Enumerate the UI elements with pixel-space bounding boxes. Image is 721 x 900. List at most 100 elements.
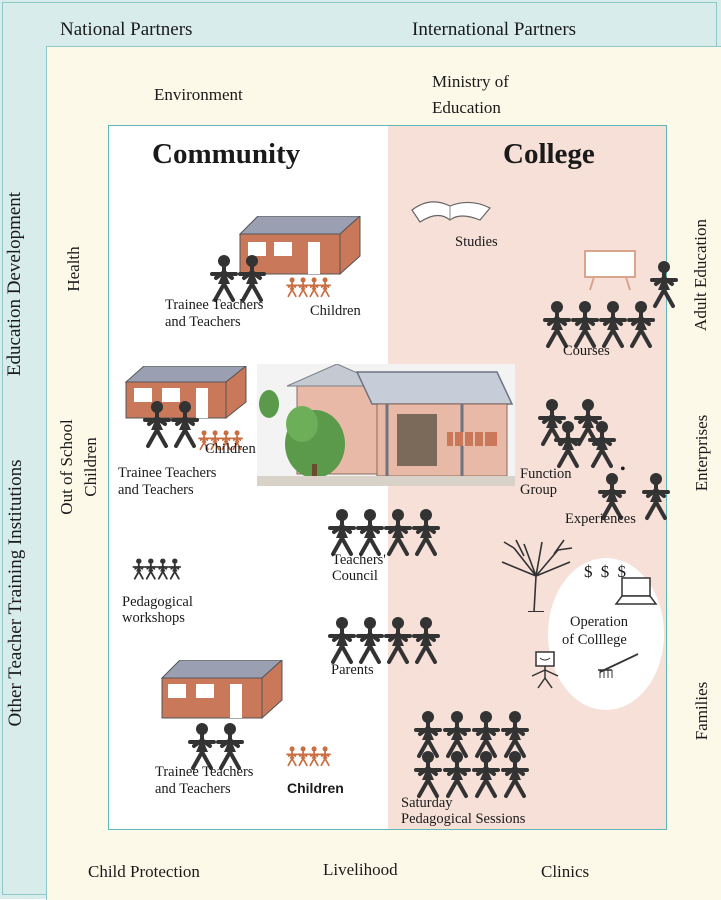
- ministry-label-line1: Ministry of: [432, 72, 509, 91]
- person-figure: [297, 746, 309, 767]
- child-protection-label: Child Protection: [88, 862, 200, 881]
- person-figure: [627, 301, 655, 348]
- person-figure: [356, 509, 384, 556]
- dot-mark: •: [620, 461, 626, 478]
- dollar-signs: $ $ $: [584, 562, 628, 581]
- saturday-figures-bottom: [414, 751, 529, 798]
- person-figure: [356, 617, 384, 664]
- person-figure: [132, 558, 146, 580]
- person-figure: [642, 473, 670, 520]
- school1-teachers-line1: Trainee Teachers: [165, 297, 264, 313]
- person-figure: [328, 509, 356, 556]
- school-building-2: [122, 366, 248, 422]
- school3-teachers-line2: and Teachers: [155, 781, 231, 797]
- council-figures: [328, 509, 440, 556]
- environment-label: Environment: [154, 85, 243, 104]
- person-figure: [384, 509, 412, 556]
- tv-figure-icon: [526, 650, 562, 690]
- school1-teachers-line2: and Teachers: [165, 314, 241, 330]
- core-border: [108, 125, 667, 830]
- person-figure: [538, 399, 566, 446]
- person-figure: [168, 558, 182, 580]
- person-figure: [319, 277, 331, 298]
- community-title: Community: [152, 138, 301, 170]
- person-figure: [443, 711, 471, 758]
- school2-teachers-line2: and Teachers: [118, 482, 194, 498]
- other-teacher-training-label: Other Teacher Training Institutions: [5, 459, 26, 727]
- operation-line2: of Colllege: [562, 632, 627, 648]
- teachers-council-line1: Teachers': [332, 552, 386, 568]
- out-of-school-label-line2: Children: [81, 437, 100, 497]
- school-building-1: [236, 216, 362, 278]
- person-figure: [231, 430, 243, 451]
- teachers-council-line2: Council: [332, 568, 378, 584]
- person-figure: [198, 430, 210, 451]
- person-figure: [472, 711, 500, 758]
- experience-figures: [598, 473, 670, 520]
- person-figure: [156, 558, 170, 580]
- international-partners-label: International Partners: [412, 19, 577, 40]
- function-figures-a: [538, 399, 602, 446]
- child-figures-2: [198, 430, 243, 451]
- person-figure: [650, 261, 678, 308]
- person-figure: [412, 509, 440, 556]
- courses-figures: [543, 301, 655, 348]
- school2-teachers-line1: Trainee Teachers: [118, 465, 217, 481]
- college-title: College: [503, 138, 595, 170]
- courses-board-icon: [584, 250, 638, 290]
- person-figure: [501, 751, 529, 798]
- parents-figures: [328, 617, 440, 664]
- experiences-label: Experiences: [565, 511, 636, 527]
- courses-label: Courses: [563, 343, 610, 359]
- person-figure: [319, 746, 331, 767]
- school3-children-label: Children: [287, 780, 344, 796]
- person-figure: [286, 277, 298, 298]
- college-building-illustration: [257, 364, 515, 486]
- person-figure: [412, 617, 440, 664]
- saturday-line1: Saturday: [401, 795, 453, 811]
- person-figure: [220, 430, 232, 451]
- person-figure: [414, 711, 442, 758]
- person-figure: [598, 473, 626, 520]
- child-figures-3: [286, 746, 331, 767]
- operation-line1: Operation: [570, 614, 628, 630]
- pedagogical-line1: Pedagogical: [122, 594, 193, 610]
- person-figure: [554, 421, 582, 468]
- person-figure: [308, 277, 320, 298]
- person-figure: [414, 751, 442, 798]
- person-figure: [216, 723, 244, 770]
- workshop-figures: [132, 558, 182, 580]
- school2-children-label: Children: [205, 441, 256, 457]
- person-figure: [571, 301, 599, 348]
- school-building-3: [158, 660, 284, 720]
- out-of-school-label-line1: Out of School: [57, 419, 76, 515]
- person-figure: [143, 401, 171, 448]
- school3-teachers-line1: Trainee Teachers: [155, 764, 254, 780]
- person-figure: [171, 401, 199, 448]
- child-figures-1: [286, 277, 331, 298]
- person-figure: [144, 558, 158, 580]
- person-figure: [543, 301, 571, 348]
- person-figure: [384, 617, 412, 664]
- school1-children-label: Children: [310, 303, 361, 319]
- parents-label: Parents: [331, 662, 374, 678]
- person-figure: [501, 711, 529, 758]
- ministry-label-line2: Education: [432, 98, 501, 117]
- teacher-figures-1: [210, 255, 266, 302]
- person-figure: [210, 255, 238, 302]
- function-group-line2: Group: [520, 482, 558, 498]
- person-figure: [188, 723, 216, 770]
- saturday-line2: Pedagogical Sessions: [401, 811, 526, 827]
- teacher-figures-2: [143, 401, 199, 448]
- function-group-line1: Function: [520, 466, 572, 482]
- person-figure: [443, 751, 471, 798]
- person-figure: [574, 399, 602, 446]
- person-figure: [599, 301, 627, 348]
- national-partners-label: National Partners: [60, 19, 193, 40]
- families-label: Families: [692, 681, 711, 741]
- person-figure: [328, 617, 356, 664]
- health-label: Health: [64, 246, 83, 292]
- teacher-figures-3: [188, 723, 244, 770]
- livelihood-label: Livelihood: [323, 860, 398, 879]
- person-figure: [238, 255, 266, 302]
